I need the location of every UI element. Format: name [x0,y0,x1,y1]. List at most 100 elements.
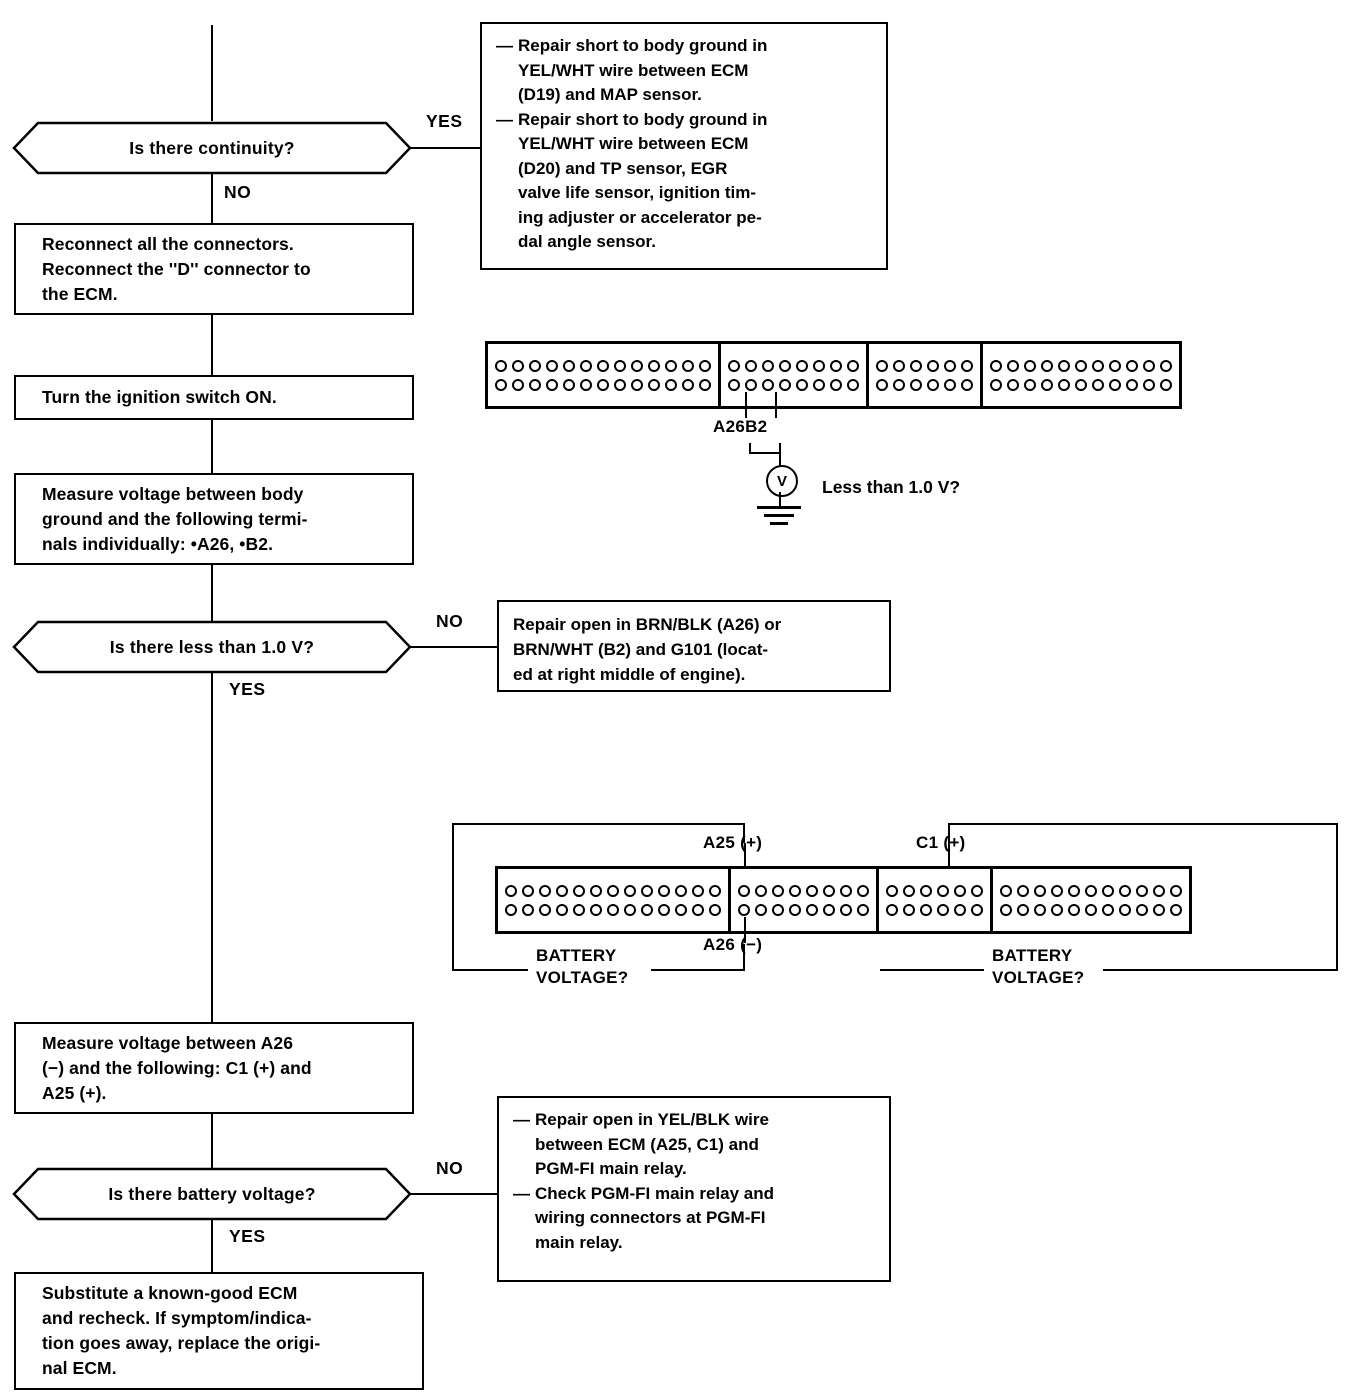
connector-pin [1051,884,1063,897]
decision-continuity[interactable]: Is there continuity? [12,121,412,175]
connector-pin [830,378,842,391]
outcome-repair-short-to-ground[interactable]: — Repair short to body ground in YEL/WHT… [480,22,888,270]
branch-label-d2-no: NO [436,611,464,631]
branch-label-d1-yes: YES [426,111,463,131]
pin-row [990,359,1172,372]
meter-lead-bottom [779,492,781,507]
pin-row [886,884,983,897]
leader-line-a26 [745,392,747,418]
connector-pin [658,884,670,897]
connector-pin [522,884,534,897]
pin-row [728,359,859,372]
connector-pin [745,378,757,391]
connector-pin [580,359,592,372]
flow-line-s2-s3 [211,419,213,474]
pin-row [505,884,721,897]
flow-line-d3-yes [211,1220,213,1273]
connector-pin [971,903,983,916]
outcome-repair-open-brn[interactable]: Repair open in BRN/BLK (A26) or BRN/WHT … [497,600,891,692]
connector-pin [755,884,767,897]
connector-pin [1034,903,1046,916]
bracket-right-side [1336,823,1338,971]
decision-less-than-1v[interactable]: Is there less than 1.0 V? [12,620,412,674]
bracket-right-bottom [1103,969,1338,971]
connector-block-b [721,344,869,406]
connector-pin [1160,359,1172,372]
bullet-dash-icon: — [496,36,513,55]
step-reconnect-connectors[interactable]: Reconnect all the connectors. Reconnect … [14,223,414,315]
connector-pin [699,359,711,372]
connector-pin [830,359,842,372]
leader-line-a26-minus [744,917,746,943]
connector-pin [772,903,784,916]
connector-pin [573,884,585,897]
outcome-repair-open-yel[interactable]: — Repair open in YEL/BLK wire between EC… [497,1096,891,1282]
outcome-repair-open-brn-text: Repair open in BRN/BLK (A26) or BRN/WHT … [513,615,782,684]
connector-pin [1075,359,1087,372]
connector-pin [937,884,949,897]
pin-row [738,903,869,916]
meter-caption-less-than-1v: Less than 1.0 V? [822,477,961,497]
connector-pin [893,359,905,372]
connector-pin [1170,903,1182,916]
connector-pin [1085,884,1097,897]
connector-pin [495,378,507,391]
ground-icon-bar-2 [764,514,794,517]
connector-pin [539,884,551,897]
step-reconnect-connectors-text: Reconnect all the connectors. Reconnect … [42,233,311,304]
flow-line-d1-no [211,174,213,224]
connector-pin [806,903,818,916]
ecm-connector-bottom [495,866,1192,934]
step-ignition-on[interactable]: Turn the ignition switch ON. [14,375,414,420]
connector-pin [648,359,660,372]
connector-pin [813,378,825,391]
bracket-left-top [452,823,745,825]
ecm-connector-top [485,341,1182,409]
pin-row [990,378,1172,391]
leader-line-b2 [775,392,777,418]
connector-pin [614,378,626,391]
connector-pin [641,884,653,897]
connector-block-c [869,344,983,406]
connector-pin [893,378,905,391]
connector-pin [910,378,922,391]
label-c1-plus: C1 (+) [916,833,966,852]
connector-pin [1102,903,1114,916]
connector-pin [631,359,643,372]
connector-pin [675,903,687,916]
connector-pin [1092,359,1104,372]
connector-pin [1000,903,1012,916]
list-item: — Repair short to body ground in YEL/WHT… [496,108,874,255]
step-measure-battery-voltage-text: Measure voltage between A26 (−) and the … [42,1032,312,1103]
connector-pin [1075,378,1087,391]
connector-pin [607,903,619,916]
step-measure-battery-voltage[interactable]: Measure voltage between A26 (−) and the … [14,1022,414,1114]
connector-pin [1007,359,1019,372]
connector-pin [876,359,888,372]
connector-pin [857,884,869,897]
bullet-dash-icon: — [513,1183,530,1203]
connector-pin [823,884,835,897]
meter-lead-top [779,443,781,467]
connector-block-d [993,869,1189,931]
list-item-text: Repair open in YEL/BLK wire between ECM … [535,1110,769,1178]
connector-pin [563,378,575,391]
step-substitute-ecm[interactable]: Substitute a known-good ECM and recheck.… [14,1272,424,1390]
connector-pin [641,903,653,916]
connector-pin [1000,884,1012,897]
list-item-text: Repair short to body ground in YEL/WHT w… [518,36,768,104]
pin-row [505,903,721,916]
connector-pin [512,359,524,372]
bullet-dash-icon: — [513,1110,530,1129]
connector-pin [597,378,609,391]
flow-line-s1-s2 [211,314,213,376]
connector-pin [1092,378,1104,391]
connector-pin [699,378,711,391]
connector-pin [556,884,568,897]
connector-pin [590,884,602,897]
decision-less-than-1v-label: Is there less than 1.0 V? [109,636,315,657]
connector-pin [1085,903,1097,916]
connector-block-d [983,344,1179,406]
decision-battery-voltage[interactable]: Is there battery voltage? [12,1167,412,1221]
step-measure-ground-voltage[interactable]: Measure voltage between body ground and … [14,473,414,565]
